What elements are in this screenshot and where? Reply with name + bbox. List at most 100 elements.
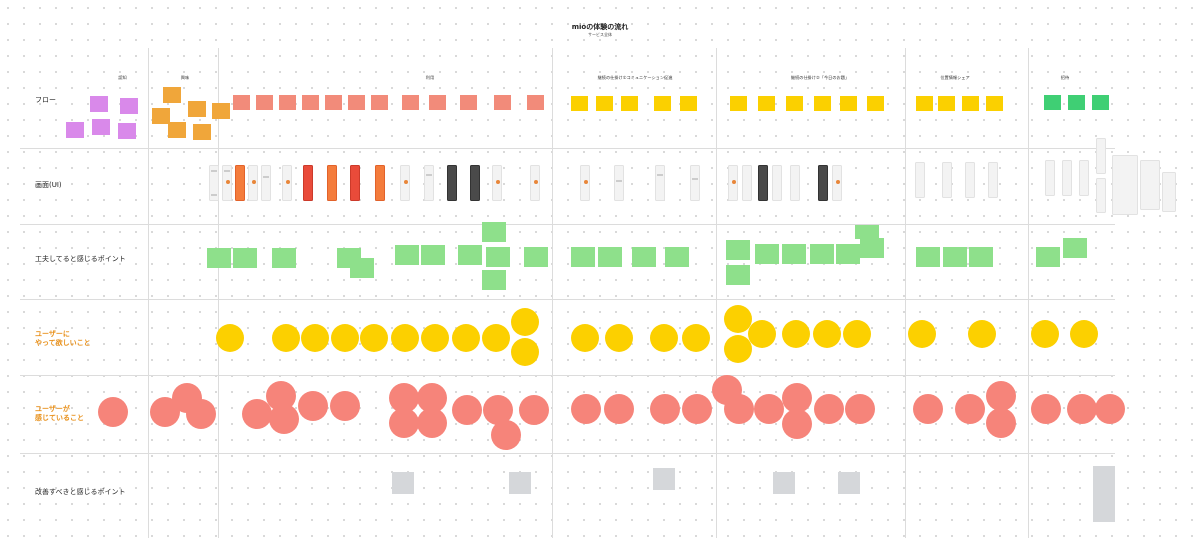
sticky-note[interactable]: [152, 108, 170, 124]
sticky-note[interactable]: [632, 247, 656, 267]
app-screenshot[interactable]: [772, 165, 782, 201]
red-circle-note[interactable]: [1067, 394, 1097, 424]
yellow-circle-note[interactable]: [511, 308, 539, 336]
sticky-note[interactable]: [66, 122, 84, 138]
sticky-note[interactable]: [840, 96, 857, 111]
sticky-note[interactable]: [758, 96, 775, 111]
sticky-note[interactable]: [730, 96, 747, 111]
sticky-note[interactable]: [1044, 95, 1061, 110]
sticky-note[interactable]: [458, 245, 482, 265]
app-screenshot[interactable]: [818, 165, 828, 201]
sticky-note[interactable]: [726, 265, 750, 285]
sticky-note[interactable]: [527, 95, 544, 110]
sticky-note[interactable]: [938, 96, 955, 111]
yellow-circle-note[interactable]: [452, 324, 480, 352]
sticky-note[interactable]: [92, 119, 110, 135]
red-circle-note[interactable]: [845, 394, 875, 424]
sticky-note[interactable]: [654, 96, 671, 111]
sticky-note[interactable]: [325, 95, 342, 110]
app-screenshot[interactable]: [375, 165, 385, 201]
yellow-circle-note[interactable]: [843, 320, 871, 348]
yellow-circle-note[interactable]: [968, 320, 996, 348]
sticky-note[interactable]: [272, 248, 296, 268]
sticky-note[interactable]: [814, 96, 831, 111]
sticky-note[interactable]: [962, 96, 979, 111]
app-screenshot[interactable]: [222, 165, 232, 201]
yellow-circle-note[interactable]: [650, 324, 678, 352]
sticky-note[interactable]: [969, 247, 993, 267]
app-screenshot[interactable]: [1045, 160, 1055, 196]
sticky-note[interactable]: [1036, 247, 1060, 267]
sticky-note[interactable]: [680, 96, 697, 111]
app-screenshot[interactable]: [742, 165, 752, 201]
red-circle-note[interactable]: [452, 395, 482, 425]
app-screenshot[interactable]: [261, 165, 271, 201]
app-screenshot[interactable]: [1140, 160, 1160, 210]
sticky-note[interactable]: [596, 96, 613, 111]
app-screenshot[interactable]: [424, 165, 434, 201]
red-circle-note[interactable]: [417, 408, 447, 438]
yellow-circle-note[interactable]: [301, 324, 329, 352]
sticky-note[interactable]: [621, 96, 638, 111]
sticky-note[interactable]: [838, 472, 860, 494]
sticky-note[interactable]: [867, 96, 884, 111]
red-circle-note[interactable]: [782, 409, 812, 439]
sticky-note[interactable]: [395, 245, 419, 265]
app-screenshot[interactable]: [758, 165, 768, 201]
red-circle-note[interactable]: [782, 383, 812, 413]
yellow-circle-note[interactable]: [682, 324, 710, 352]
sticky-note[interactable]: [571, 96, 588, 111]
red-circle-note[interactable]: [913, 394, 943, 424]
sticky-note[interactable]: [509, 472, 531, 494]
red-circle-note[interactable]: [571, 394, 601, 424]
sticky-note[interactable]: [1092, 95, 1109, 110]
red-circle-note[interactable]: [389, 408, 419, 438]
app-screenshot[interactable]: [942, 162, 952, 198]
yellow-circle-note[interactable]: [908, 320, 936, 348]
yellow-circle-note[interactable]: [482, 324, 510, 352]
sticky-note[interactable]: [168, 122, 186, 138]
red-circle-note[interactable]: [98, 397, 128, 427]
yellow-circle-note[interactable]: [391, 324, 419, 352]
app-screenshot[interactable]: [832, 165, 842, 201]
sticky-note[interactable]: [1063, 238, 1087, 258]
sticky-note[interactable]: [279, 95, 296, 110]
app-screenshot[interactable]: [915, 162, 925, 198]
sticky-note[interactable]: [1068, 95, 1085, 110]
red-circle-note[interactable]: [1095, 394, 1125, 424]
sticky-note[interactable]: [786, 96, 803, 111]
yellow-circle-note[interactable]: [511, 338, 539, 366]
sticky-note[interactable]: [350, 258, 374, 278]
app-screenshot[interactable]: [492, 165, 502, 201]
red-circle-note[interactable]: [986, 381, 1016, 411]
sticky-note[interactable]: [193, 124, 211, 140]
sticky-note[interactable]: [860, 238, 884, 258]
sticky-note[interactable]: [916, 96, 933, 111]
app-screenshot[interactable]: [209, 165, 219, 201]
sticky-note[interactable]: [782, 244, 806, 264]
app-screenshot[interactable]: [988, 162, 998, 198]
yellow-circle-note[interactable]: [748, 320, 776, 348]
yellow-circle-note[interactable]: [813, 320, 841, 348]
app-screenshot[interactable]: [470, 165, 480, 201]
red-circle-note[interactable]: [298, 391, 328, 421]
red-circle-note[interactable]: [269, 404, 299, 434]
red-circle-note[interactable]: [1031, 394, 1061, 424]
red-circle-note[interactable]: [754, 394, 784, 424]
red-circle-note[interactable]: [682, 394, 712, 424]
sticky-note[interactable]: [402, 95, 419, 110]
sticky-note[interactable]: [207, 248, 231, 268]
app-screenshot[interactable]: [728, 165, 738, 201]
sticky-note[interactable]: [726, 240, 750, 260]
sticky-note[interactable]: [1093, 466, 1115, 522]
app-screenshot[interactable]: [327, 165, 337, 201]
app-screenshot[interactable]: [350, 165, 360, 201]
sticky-note[interactable]: [233, 248, 257, 268]
sticky-note[interactable]: [836, 244, 860, 264]
sticky-note[interactable]: [421, 245, 445, 265]
app-screenshot[interactable]: [965, 162, 975, 198]
red-circle-note[interactable]: [519, 395, 549, 425]
yellow-circle-note[interactable]: [421, 324, 449, 352]
red-circle-note[interactable]: [491, 420, 521, 450]
sticky-note[interactable]: [755, 244, 779, 264]
